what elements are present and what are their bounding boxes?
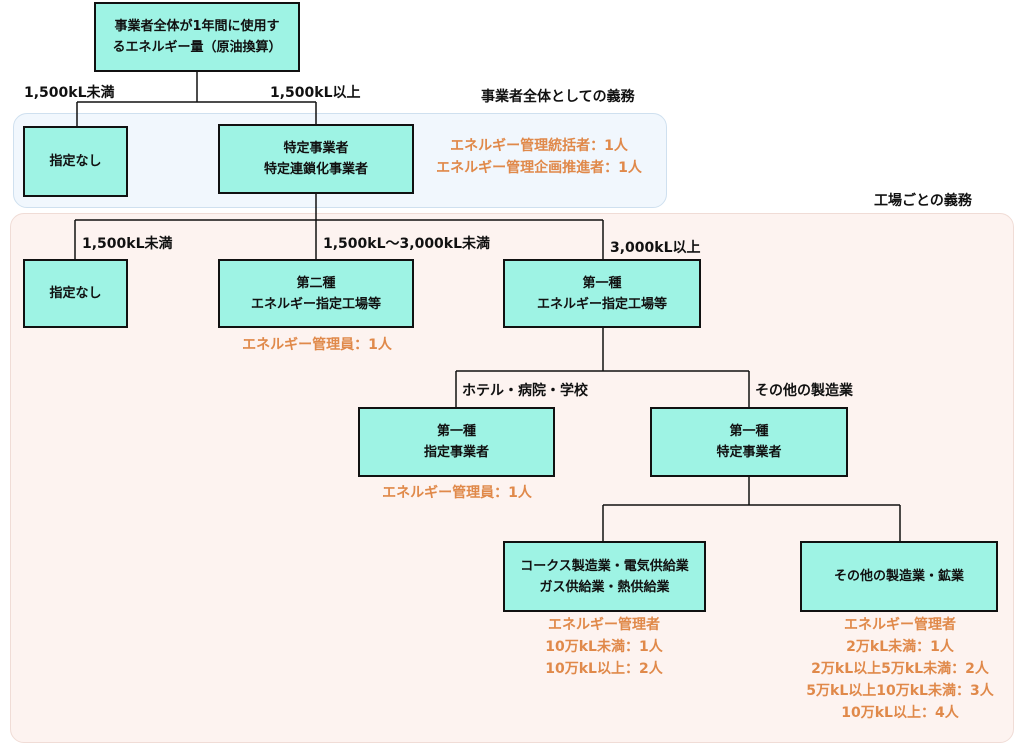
- node-text: その他の製造業・鉱業: [833, 569, 964, 584]
- node-text: エネルギー指定工場等: [536, 296, 667, 312]
- factory-obligation-label: 工場ごとの義務: [874, 193, 972, 209]
- node-text: 特定事業者: [283, 141, 349, 156]
- company-obligation-label: 事業者全体としての義務: [481, 89, 635, 105]
- coke-power-duty-list: エネルギー管理者 10万kL未満：1人 10万kL以上：2人: [504, 614, 704, 680]
- duty-line: エネルギー管理者: [844, 617, 956, 633]
- type1-specified-node: 第一種 特定事業者: [650, 407, 848, 477]
- edge-label-factory-under: 1,500kL未満: [82, 236, 173, 252]
- duty-line: 5万kL以上10万kL未満：3人: [806, 683, 994, 699]
- company-duty-list: エネルギー管理統括者：1人 エネルギー管理企画推進者：1人: [424, 135, 654, 179]
- node-text: 第一種: [436, 424, 476, 439]
- node-text: 第一種: [582, 275, 622, 291]
- node-text: 特定事業者: [716, 445, 782, 460]
- type1-designated-node: 第一種 指定事業者: [358, 407, 555, 477]
- node-text: 指定なし: [49, 286, 102, 301]
- root-node: 事業者全体が1年間に使用す るエネルギー量（原油換算）: [94, 2, 300, 72]
- type2-factory-node: 第二種 エネルギー指定工場等: [218, 259, 414, 328]
- duty-line: エネルギー管理企画推進者：1人: [436, 160, 642, 176]
- node-text: 指定事業者: [423, 445, 489, 460]
- none-factory-node: 指定なし: [23, 259, 128, 328]
- duty-line: 10万kL以上：2人: [545, 661, 663, 677]
- duty-line: 10万kL未満：1人: [545, 639, 663, 655]
- duty-line: エネルギー管理者: [548, 617, 660, 633]
- duty-line: 10万kL以上：4人: [841, 705, 959, 721]
- none-company-node: 指定なし: [23, 126, 128, 197]
- node-text: エネルギー指定工場等: [250, 296, 381, 312]
- node-text: ガス供給業・熱供給業: [539, 579, 670, 595]
- edge-label-factory-mid: 1,500kL〜3,000kL未満: [323, 236, 491, 252]
- node-text: 事業者全体が1年間に使用す: [114, 19, 280, 34]
- other-mining-duty-list: エネルギー管理者 2万kL未満：1人 2万kL以上5万kL未満：2人 5万kL以…: [784, 614, 1016, 724]
- duty-line: エネルギー管理統括者：1人: [450, 138, 628, 154]
- duty-line: エネルギー管理員：1人: [242, 337, 392, 353]
- node-text: 指定なし: [49, 154, 102, 169]
- edge-label-other-mfg: その他の製造業: [755, 383, 853, 399]
- node-text: 特定連鎖化事業者: [263, 162, 368, 177]
- type1-designated-duty-list: エネルギー管理員：1人: [357, 482, 557, 504]
- node-text: るエネルギー量（原油換算）: [112, 40, 282, 55]
- node-text: コークス製造業・電気供給業: [520, 558, 689, 574]
- node-text: 第一種: [729, 424, 769, 439]
- edge-label-hotel: ホテル・病院・学校: [462, 383, 588, 399]
- duty-line: 2万kL未満：1人: [846, 639, 954, 655]
- edge-label-company-over: 1,500kL以上: [270, 85, 361, 101]
- type2-duty-list: エネルギー管理員：1人: [217, 334, 417, 356]
- coke-power-node: コークス製造業・電気供給業 ガス供給業・熱供給業: [503, 541, 706, 612]
- edge-label-factory-over: 3,000kL以上: [610, 240, 701, 256]
- type1-factory-node: 第一種 エネルギー指定工場等: [503, 259, 701, 328]
- specified-operator-node: 特定事業者 特定連鎖化事業者: [218, 124, 414, 194]
- edge-label-company-under: 1,500kL未満: [24, 85, 115, 101]
- other-mining-node: その他の製造業・鉱業: [800, 541, 998, 612]
- node-text: 第二種: [296, 275, 336, 291]
- duty-line: 2万kL以上5万kL未満：2人: [811, 661, 989, 677]
- duty-line: エネルギー管理員：1人: [382, 485, 532, 501]
